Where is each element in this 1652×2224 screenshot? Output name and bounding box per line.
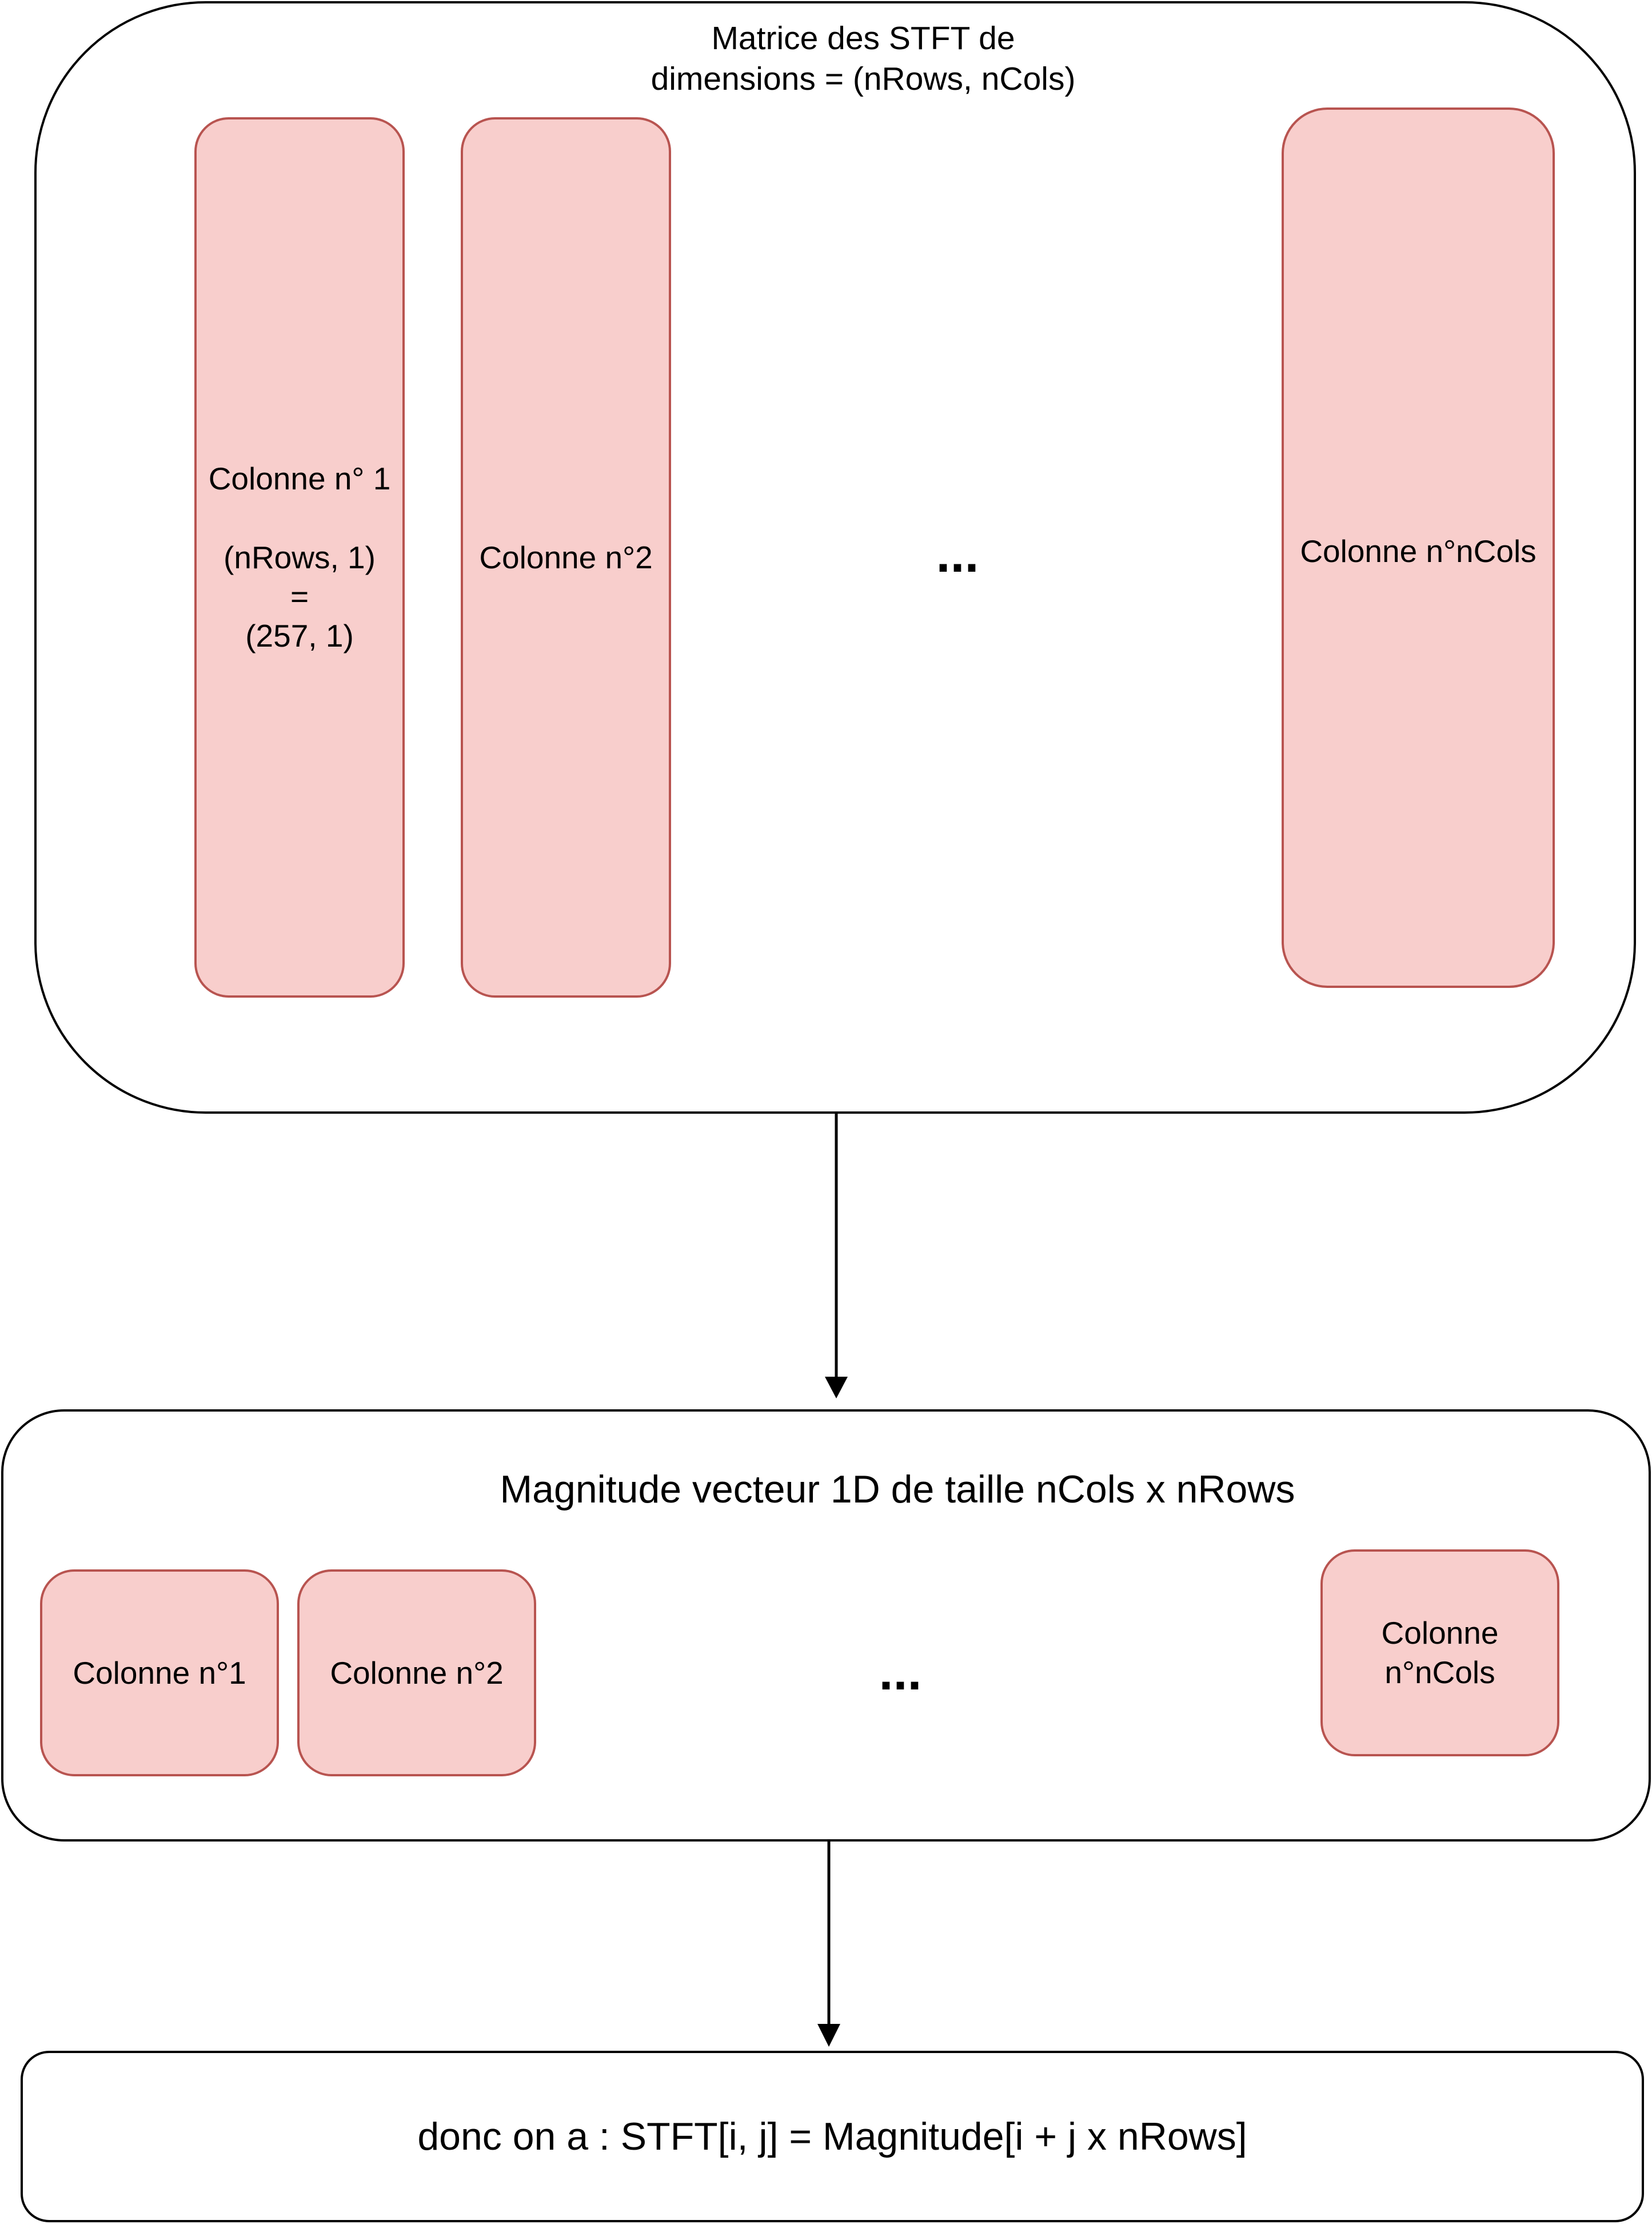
stft-matrix-title: Matrice des STFT de dimensions = (nRows,… [651,20,1076,97]
arrow-matrix-to-magnitude-head [825,1377,848,1398]
conclusion-box: donc on a : STFT[i, j] = Magnitude[i + j… [21,2051,1644,2222]
conclusion-formula: donc on a : STFT[i, j] = Magnitude[i + j… [417,2115,1247,2158]
magnitude-ellipsis: ... [879,1644,922,1701]
magnitude-column-1: Colonne n°1 [40,1569,279,1776]
arrow-magnitude-to-conclusion-head [817,2024,840,2047]
magnitude-column-ncols: Colonne n°nCols [1320,1549,1559,1756]
stft-column-2: Colonne n°2 [461,117,671,998]
stft-column-ncols: Colonne n°nCols [1282,107,1555,988]
magnitude-vector-title: Magnitude vecteur 1D de taille nCols x n… [500,1468,1295,1511]
stft-ellipsis: ... [936,526,979,583]
stft-column-1: Colonne n° 1 (nRows, 1) = (257, 1) [194,117,405,998]
magnitude-column-2: Colonne n°2 [297,1569,536,1776]
